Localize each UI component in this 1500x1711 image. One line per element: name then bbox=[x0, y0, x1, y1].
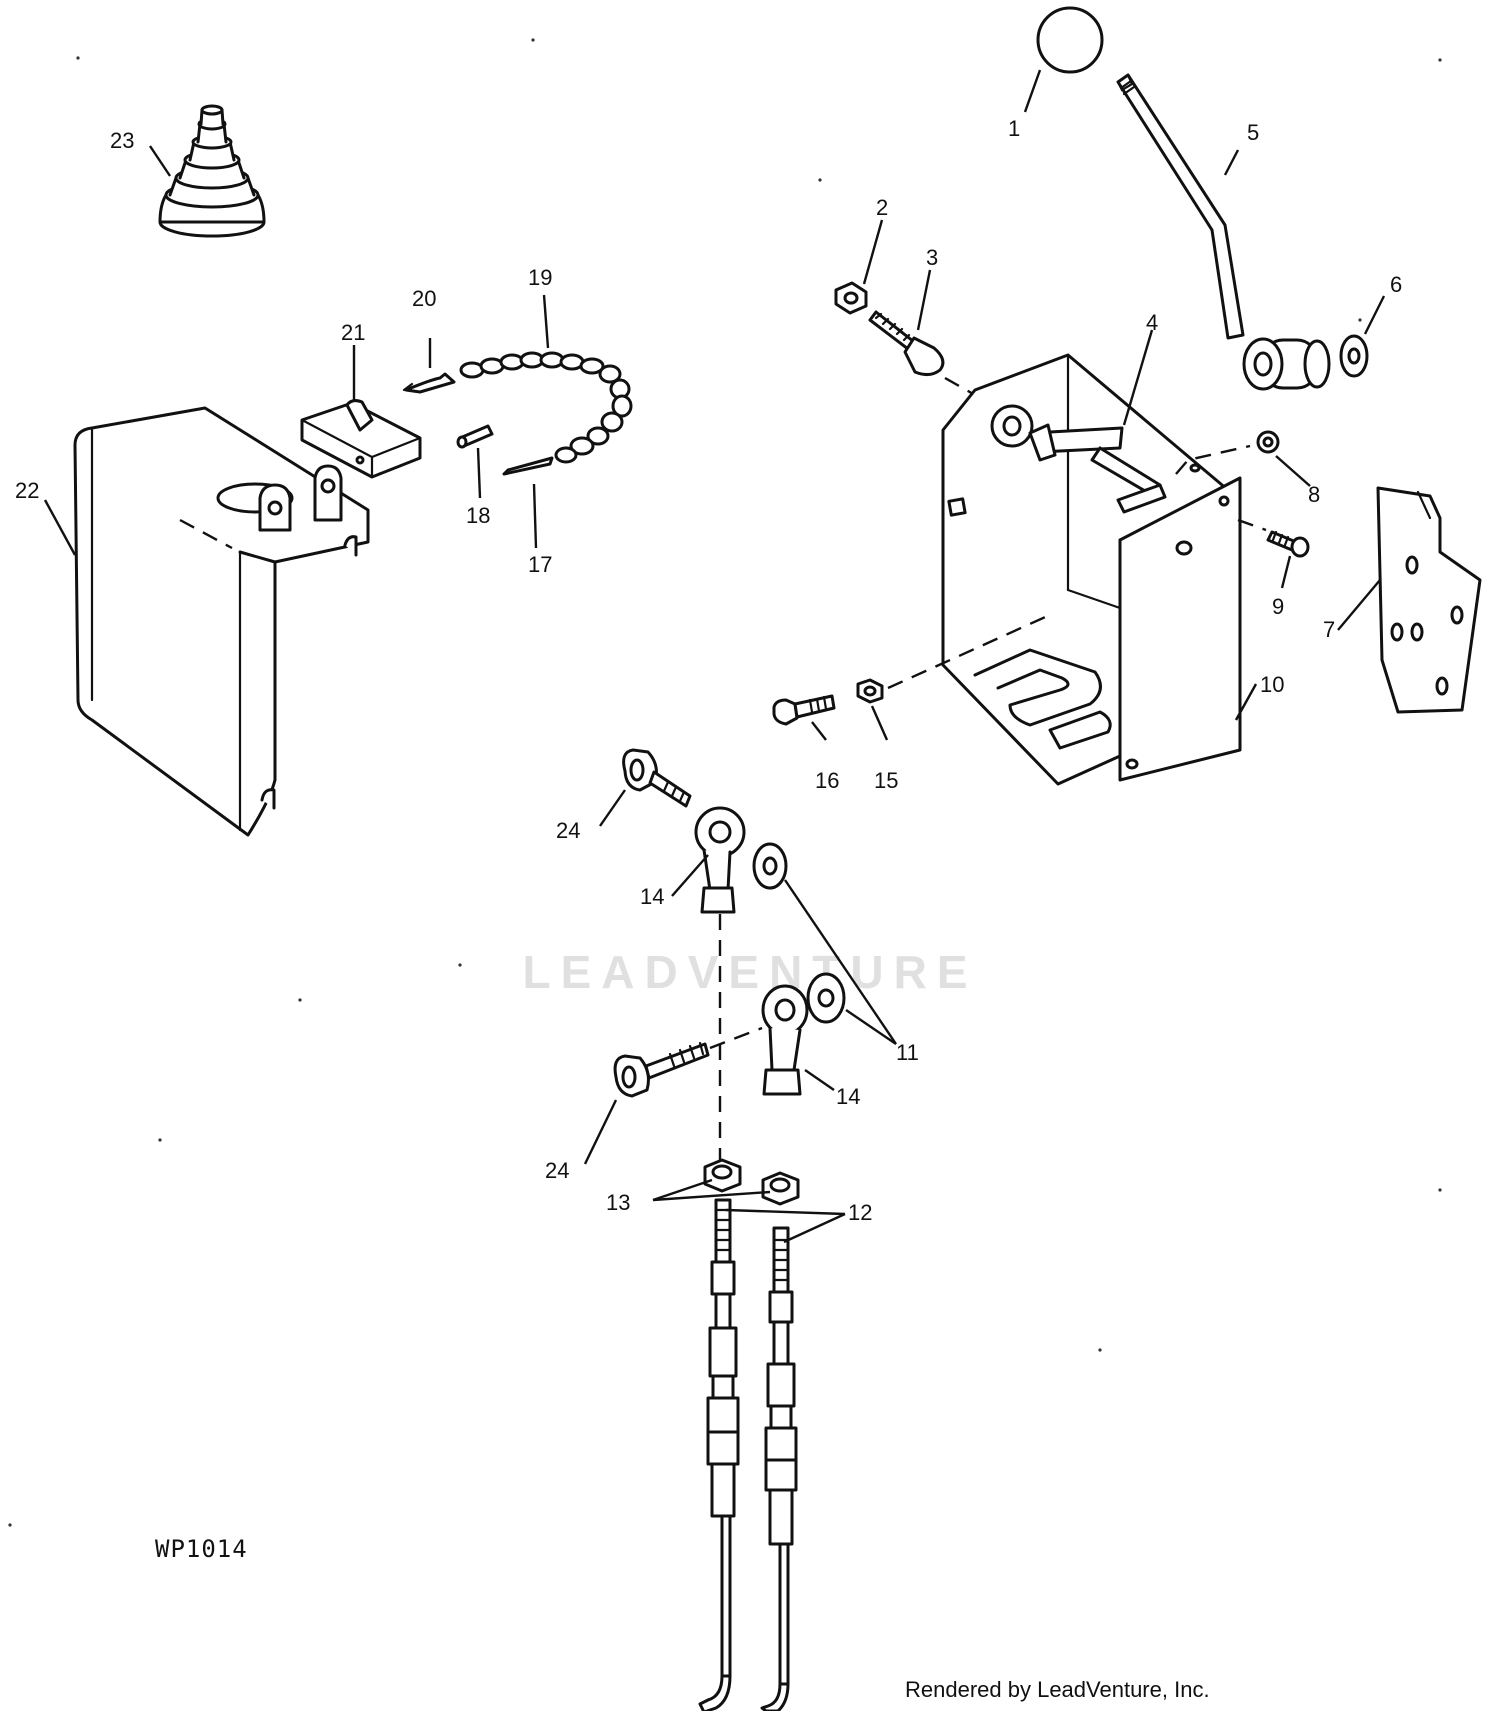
chain-part-19[interactable] bbox=[402, 351, 633, 476]
callout-14a: 14 bbox=[640, 884, 664, 909]
bolt-part-3[interactable] bbox=[868, 310, 945, 377]
callout-19: 19 bbox=[528, 265, 552, 290]
callout-4: 4 bbox=[1146, 310, 1158, 335]
callout-24a: 24 bbox=[556, 818, 580, 843]
watermark: LEADVENTURE bbox=[522, 946, 978, 998]
pivot-part-4[interactable] bbox=[990, 404, 1167, 514]
callout-22: 22 bbox=[15, 478, 39, 503]
callout-13: 13 bbox=[606, 1190, 630, 1215]
callout-1: 1 bbox=[1008, 116, 1020, 141]
callout-2: 2 bbox=[876, 195, 888, 220]
nut-part-15[interactable] bbox=[856, 678, 884, 704]
rod-end-part-14-lower[interactable] bbox=[761, 984, 809, 1096]
plate-part-7[interactable] bbox=[1376, 486, 1482, 714]
lever-part-5[interactable] bbox=[1116, 73, 1331, 391]
nut-part-13-left[interactable] bbox=[703, 1158, 742, 1193]
callout-16: 16 bbox=[815, 768, 839, 793]
screw-part-9[interactable] bbox=[1266, 530, 1310, 558]
callout-3: 3 bbox=[926, 245, 938, 270]
callout-21: 21 bbox=[341, 320, 365, 345]
cover-part-22[interactable] bbox=[73, 406, 370, 837]
callout-14b: 14 bbox=[836, 1084, 860, 1109]
housing-part-10[interactable] bbox=[941, 353, 1242, 786]
callout-7: 7 bbox=[1323, 617, 1335, 642]
render-credit: Rendered by LeadVenture, Inc. bbox=[905, 1677, 1210, 1702]
washer-part-11-lower[interactable] bbox=[806, 972, 846, 1024]
callout-5: 5 bbox=[1247, 120, 1259, 145]
callout-11: 11 bbox=[896, 1040, 919, 1065]
cable-part-12-right[interactable] bbox=[760, 1226, 798, 1711]
bracket-part-21[interactable] bbox=[300, 399, 422, 479]
callout-8: 8 bbox=[1308, 482, 1320, 507]
bolt-part-24-lower[interactable] bbox=[613, 1041, 710, 1098]
cable-part-12-left[interactable] bbox=[698, 1198, 740, 1711]
callout-23: 23 bbox=[110, 128, 134, 153]
pin-part-18[interactable] bbox=[456, 424, 494, 449]
nut-part-13-right[interactable] bbox=[761, 1171, 800, 1206]
boot-part-23[interactable] bbox=[158, 104, 266, 238]
scan-specks bbox=[8, 38, 1442, 1527]
callout-24b: 24 bbox=[545, 1158, 569, 1183]
washer-part-11-upper[interactable] bbox=[752, 842, 788, 890]
callout-17: 17 bbox=[528, 552, 552, 577]
callout-9: 9 bbox=[1272, 594, 1284, 619]
drawing-code: WP1014 bbox=[155, 1535, 248, 1563]
rod-end-part-14-upper[interactable] bbox=[694, 806, 746, 914]
knob-part-1[interactable] bbox=[1036, 6, 1104, 74]
callout-10: 10 bbox=[1260, 672, 1284, 697]
callout-12: 12 bbox=[848, 1200, 872, 1225]
callout-20: 20 bbox=[412, 286, 436, 311]
callout-6: 6 bbox=[1390, 272, 1402, 297]
bolt-part-24-upper[interactable] bbox=[622, 748, 692, 808]
callout-15: 15 bbox=[874, 768, 898, 793]
bolt-part-16[interactable] bbox=[772, 694, 836, 726]
callout-18: 18 bbox=[466, 503, 490, 528]
washer-part-8[interactable] bbox=[1256, 430, 1280, 454]
washer-part-6[interactable] bbox=[1339, 334, 1369, 378]
nut-part-2[interactable] bbox=[834, 281, 868, 315]
